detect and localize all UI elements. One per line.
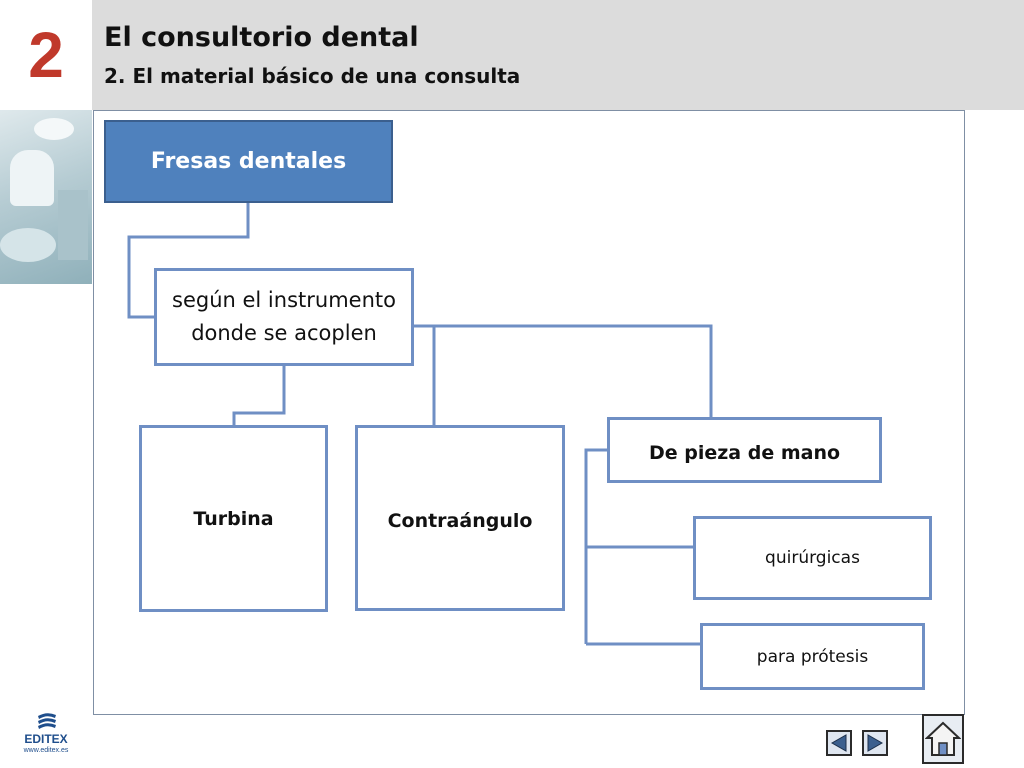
editex-logo: EDITEX www.editex.es <box>14 712 78 760</box>
previous-slide-button[interactable] <box>826 730 852 756</box>
subtype-node-protesis: para prótesis <box>700 623 925 690</box>
connector-pieza-branch <box>584 448 607 644</box>
header-band: El consultorio dental 2. El material bás… <box>92 0 1024 110</box>
category-node-contraangulo: Contraángulo <box>355 425 565 611</box>
home-button[interactable] <box>922 714 964 764</box>
criteria-node: según el instrumento donde se acoplen <box>154 268 414 366</box>
page-subtitle: 2. El material básico de una consulta <box>104 64 521 88</box>
category-node-pieza-de-mano: De pieza de mano <box>607 417 882 483</box>
next-slide-button[interactable] <box>862 730 888 756</box>
editex-logo-mark-icon <box>38 713 56 729</box>
triangle-right-icon <box>867 734 884 752</box>
connector-criteria-pieza <box>434 324 713 417</box>
house-icon <box>925 721 961 756</box>
page-title: El consultorio dental <box>104 22 419 53</box>
connector-criteria-contraangulo <box>414 324 436 425</box>
editex-logo-name: EDITEX <box>24 732 68 746</box>
editex-logo-url: www.editex.es <box>23 747 69 754</box>
connector-root-criteria <box>127 203 250 319</box>
subtype-node-quirurgicas: quirúrgicas <box>693 516 932 600</box>
chapter-number: 2 <box>0 0 92 110</box>
category-node-turbina: Turbina <box>139 425 328 612</box>
dental-office-photo <box>0 110 92 284</box>
triangle-left-icon <box>830 734 847 752</box>
root-node-fresas-dentales: Fresas dentales <box>104 120 393 203</box>
connector-criteria-turbina <box>232 366 286 425</box>
